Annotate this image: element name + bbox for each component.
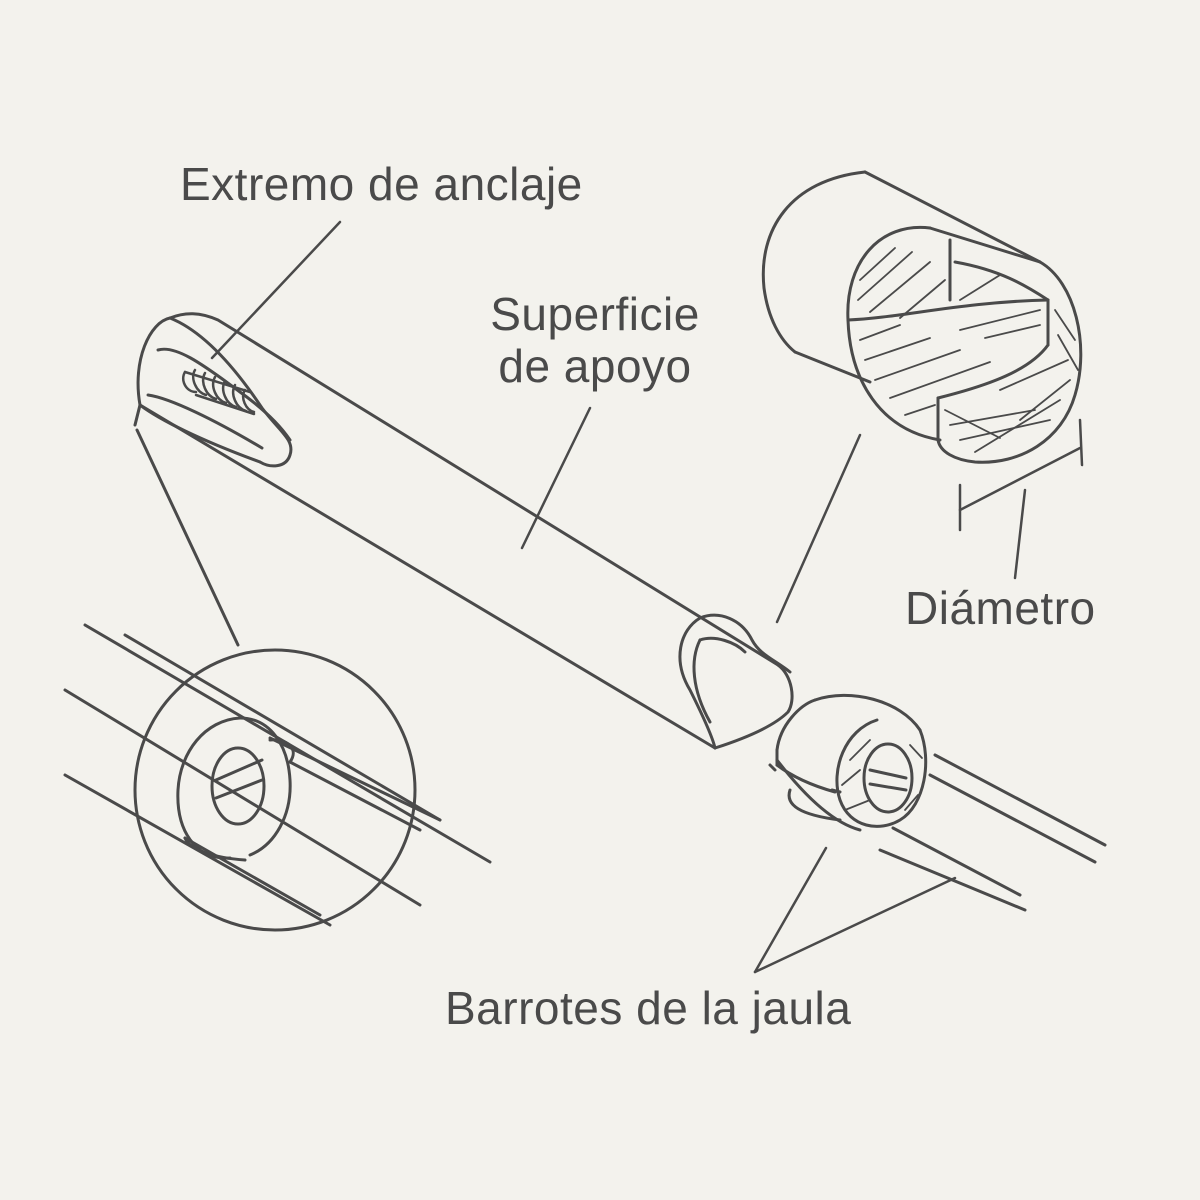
magnified-detail — [63, 403, 492, 932]
bushing — [768, 693, 928, 832]
label-bearing-surface-line2: de apoyo — [498, 340, 692, 392]
leader-lines — [210, 220, 957, 974]
screw-thread — [181, 368, 256, 416]
label-bearing-surface: Superficie de apoyo — [470, 288, 720, 392]
wood-grain — [857, 247, 1079, 453]
cage-bars-right — [830, 753, 1107, 912]
diameter-dimension — [958, 418, 1084, 580]
label-cage-bars: Barrotes de la jaula — [445, 982, 852, 1034]
label-bearing-surface-line1: Superficie — [490, 288, 700, 340]
perch-rod — [136, 312, 794, 750]
label-anchor-end: Extremo de anclaje — [180, 158, 583, 210]
label-diameter: Diámetro — [905, 582, 1096, 634]
end-cross-section — [761, 170, 1084, 580]
